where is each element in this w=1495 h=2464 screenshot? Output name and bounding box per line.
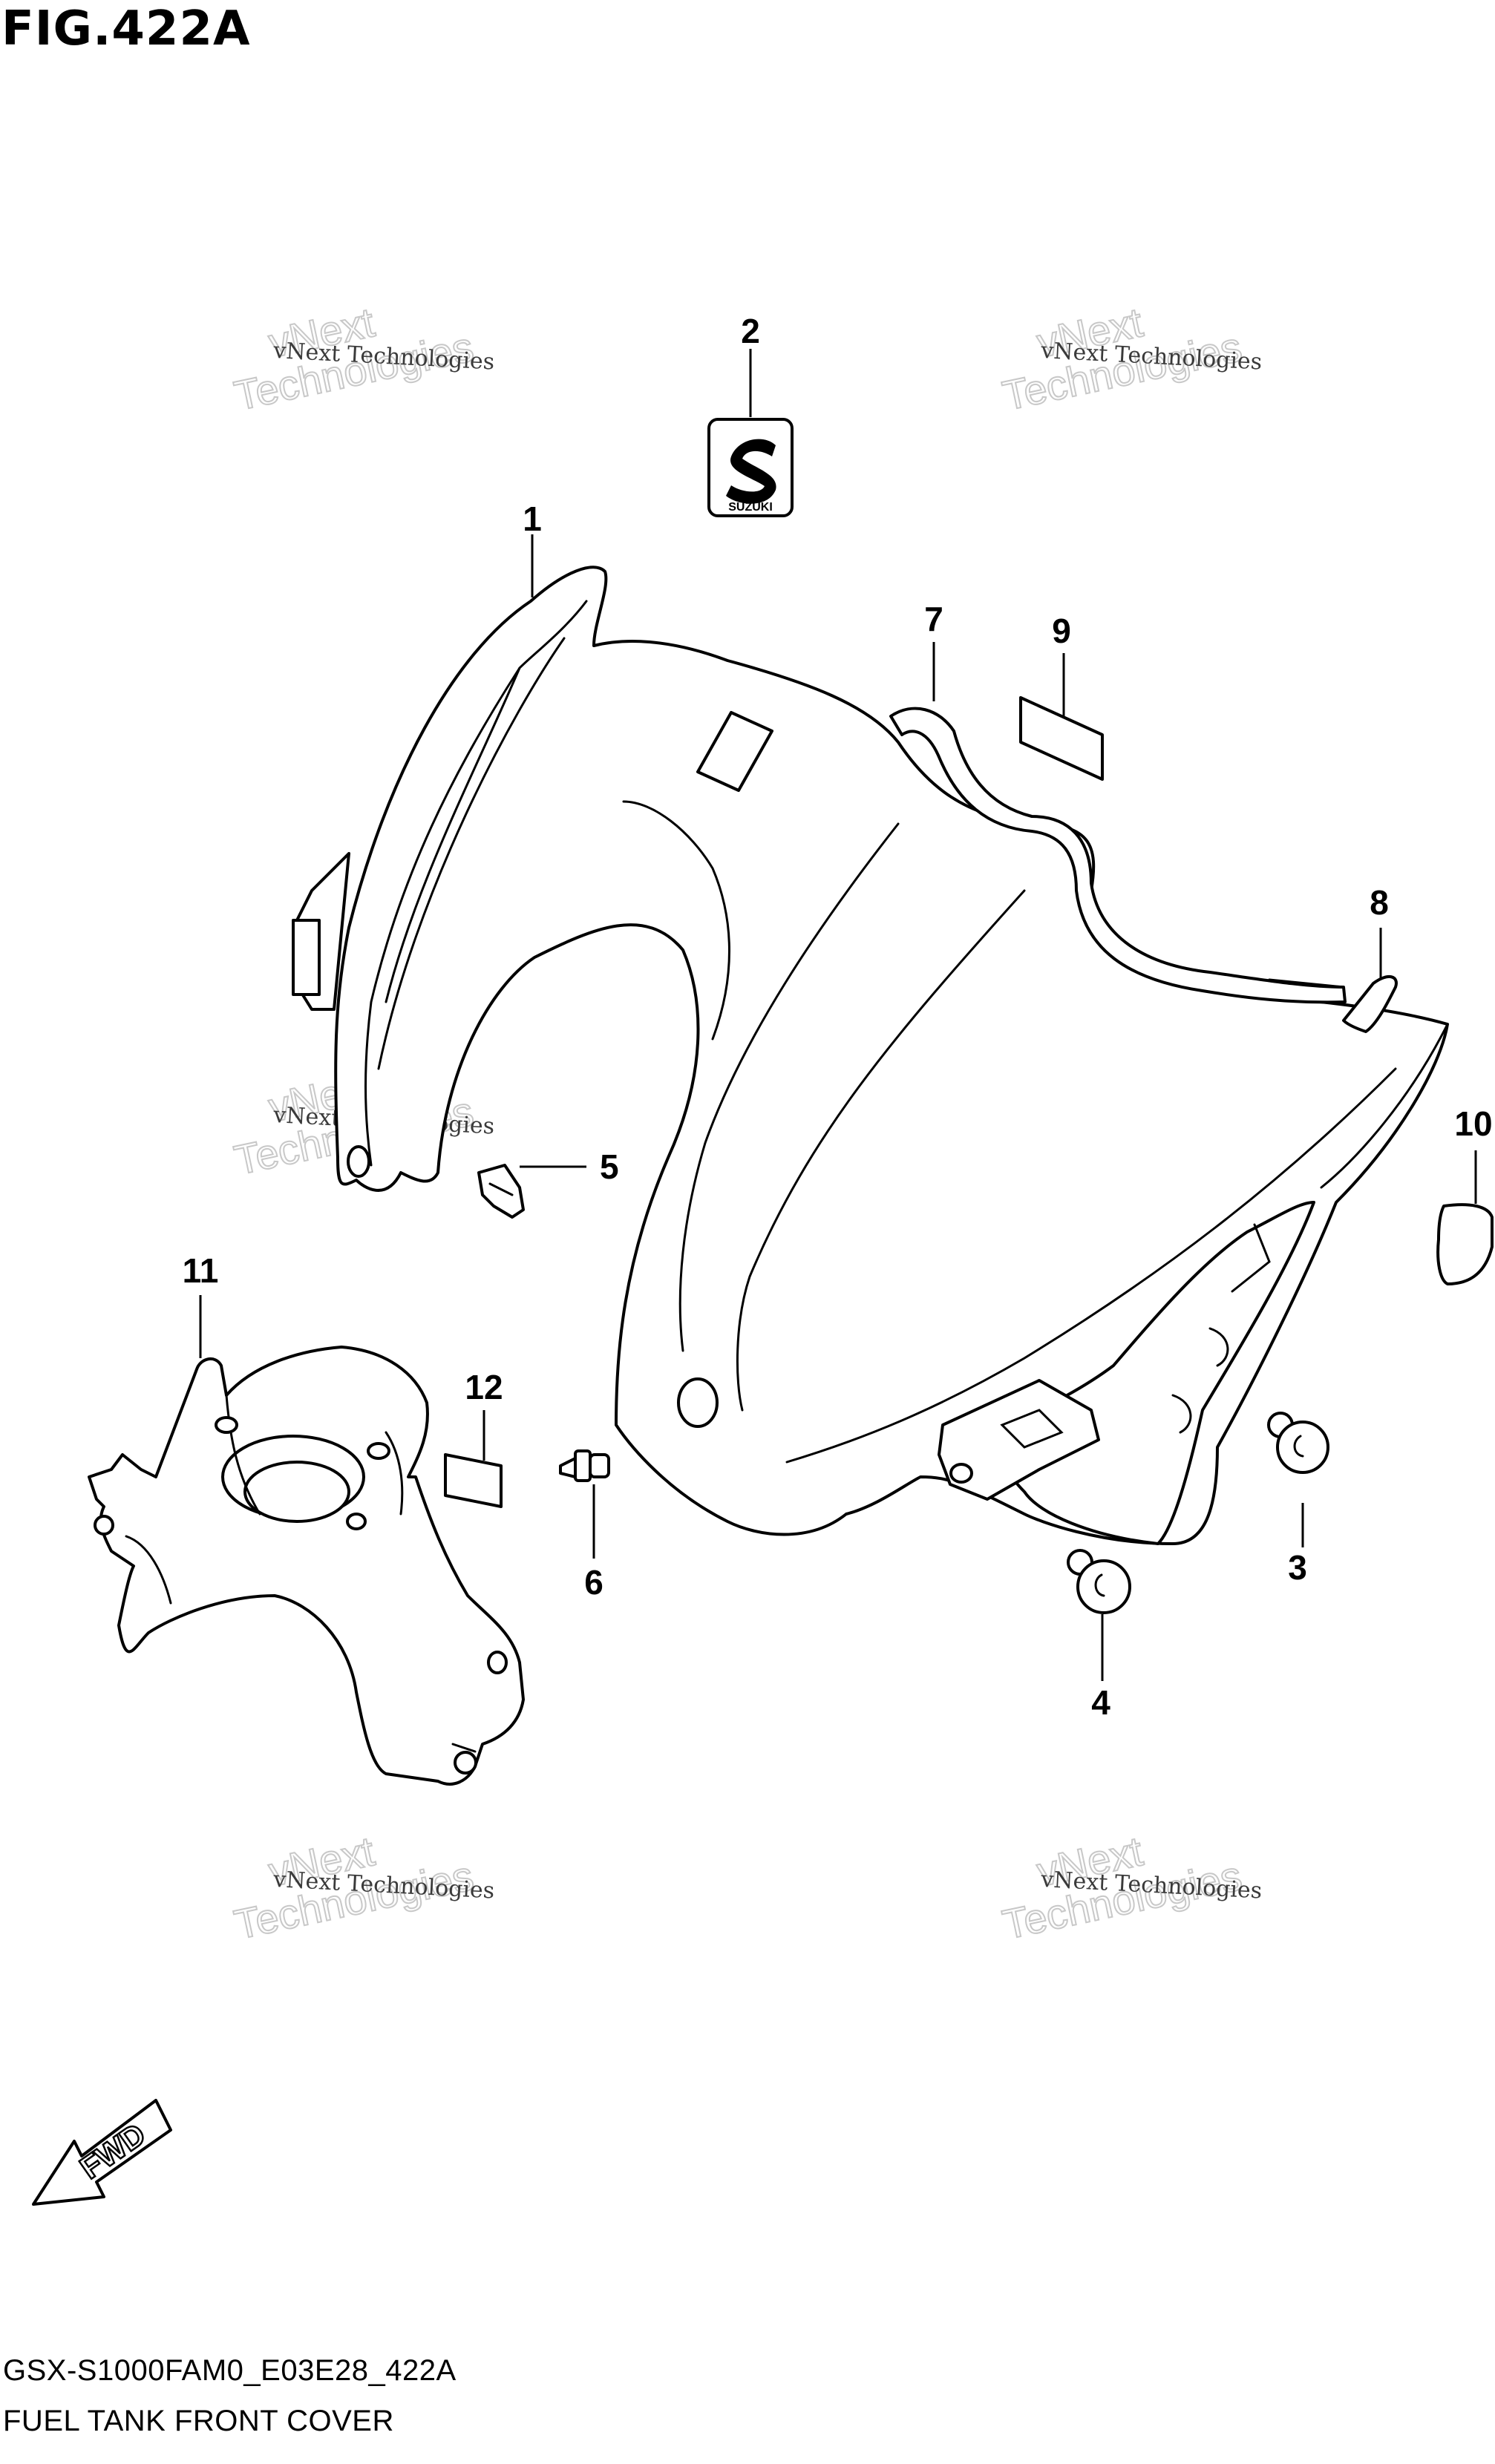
callout-12: 12 bbox=[465, 1368, 503, 1406]
fwd-arrow-icon: FWD bbox=[32, 2099, 172, 2206]
part-5-clip bbox=[477, 1164, 525, 1219]
callout-8: 8 bbox=[1370, 883, 1389, 922]
callout-6: 6 bbox=[584, 1563, 603, 1602]
callout-3: 3 bbox=[1288, 1548, 1307, 1587]
part-11-housing bbox=[88, 1346, 525, 1786]
callout-7: 7 bbox=[924, 600, 943, 638]
callout-11: 11 bbox=[183, 1251, 219, 1290]
part-4-bolt bbox=[1067, 1549, 1131, 1614]
part-6-rivet bbox=[559, 1449, 610, 1482]
callout-10: 10 bbox=[1454, 1104, 1492, 1143]
callout-1: 1 bbox=[523, 499, 542, 538]
callout-9: 9 bbox=[1052, 612, 1071, 650]
leader-lines bbox=[199, 349, 1477, 1681]
figure-caption: FUEL TANK FRONT COVER bbox=[3, 2405, 394, 2437]
callout-numbers: 1 2 3 4 5 6 7 8 9 10 11 12 bbox=[183, 312, 1493, 1722]
watermark: vNext Technologies bbox=[998, 298, 1246, 420]
part-2-emblem: SUZUKI bbox=[707, 418, 794, 517]
part-1-front-cover bbox=[292, 566, 1449, 1545]
callout-2: 2 bbox=[741, 312, 760, 350]
part-10-pad bbox=[1436, 1203, 1494, 1285]
part-7-trim-strip bbox=[889, 707, 1347, 1004]
part-8-wedge bbox=[1342, 975, 1398, 1033]
part-3-bolt bbox=[1267, 1412, 1329, 1474]
part-12-pad bbox=[444, 1453, 503, 1508]
part-9-pad bbox=[1019, 696, 1104, 781]
figure-title: FIG.422A bbox=[1, 1, 251, 56]
emblem-label: SUZUKI bbox=[728, 501, 773, 514]
callout-4: 4 bbox=[1091, 1683, 1110, 1722]
model-code: GSX-S1000FAM0_E03E28_422A bbox=[3, 2354, 457, 2387]
callout-5: 5 bbox=[600, 1147, 619, 1186]
